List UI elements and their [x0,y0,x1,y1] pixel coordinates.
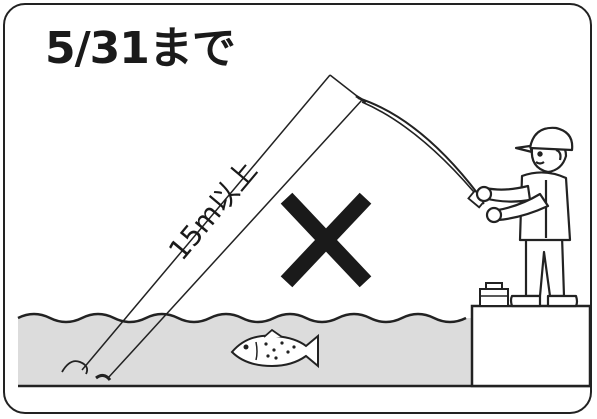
tackle-box-icon [479,282,509,307]
fish-icon [230,328,319,369]
date-title: 5/31まで [45,23,236,74]
angler-icon [475,126,579,308]
fishing-rod-icon [355,94,487,209]
pier [470,304,592,388]
hook-icon [61,360,112,381]
prohibited-x-icon [280,192,372,288]
distance-label: 15m以上 [162,154,264,266]
